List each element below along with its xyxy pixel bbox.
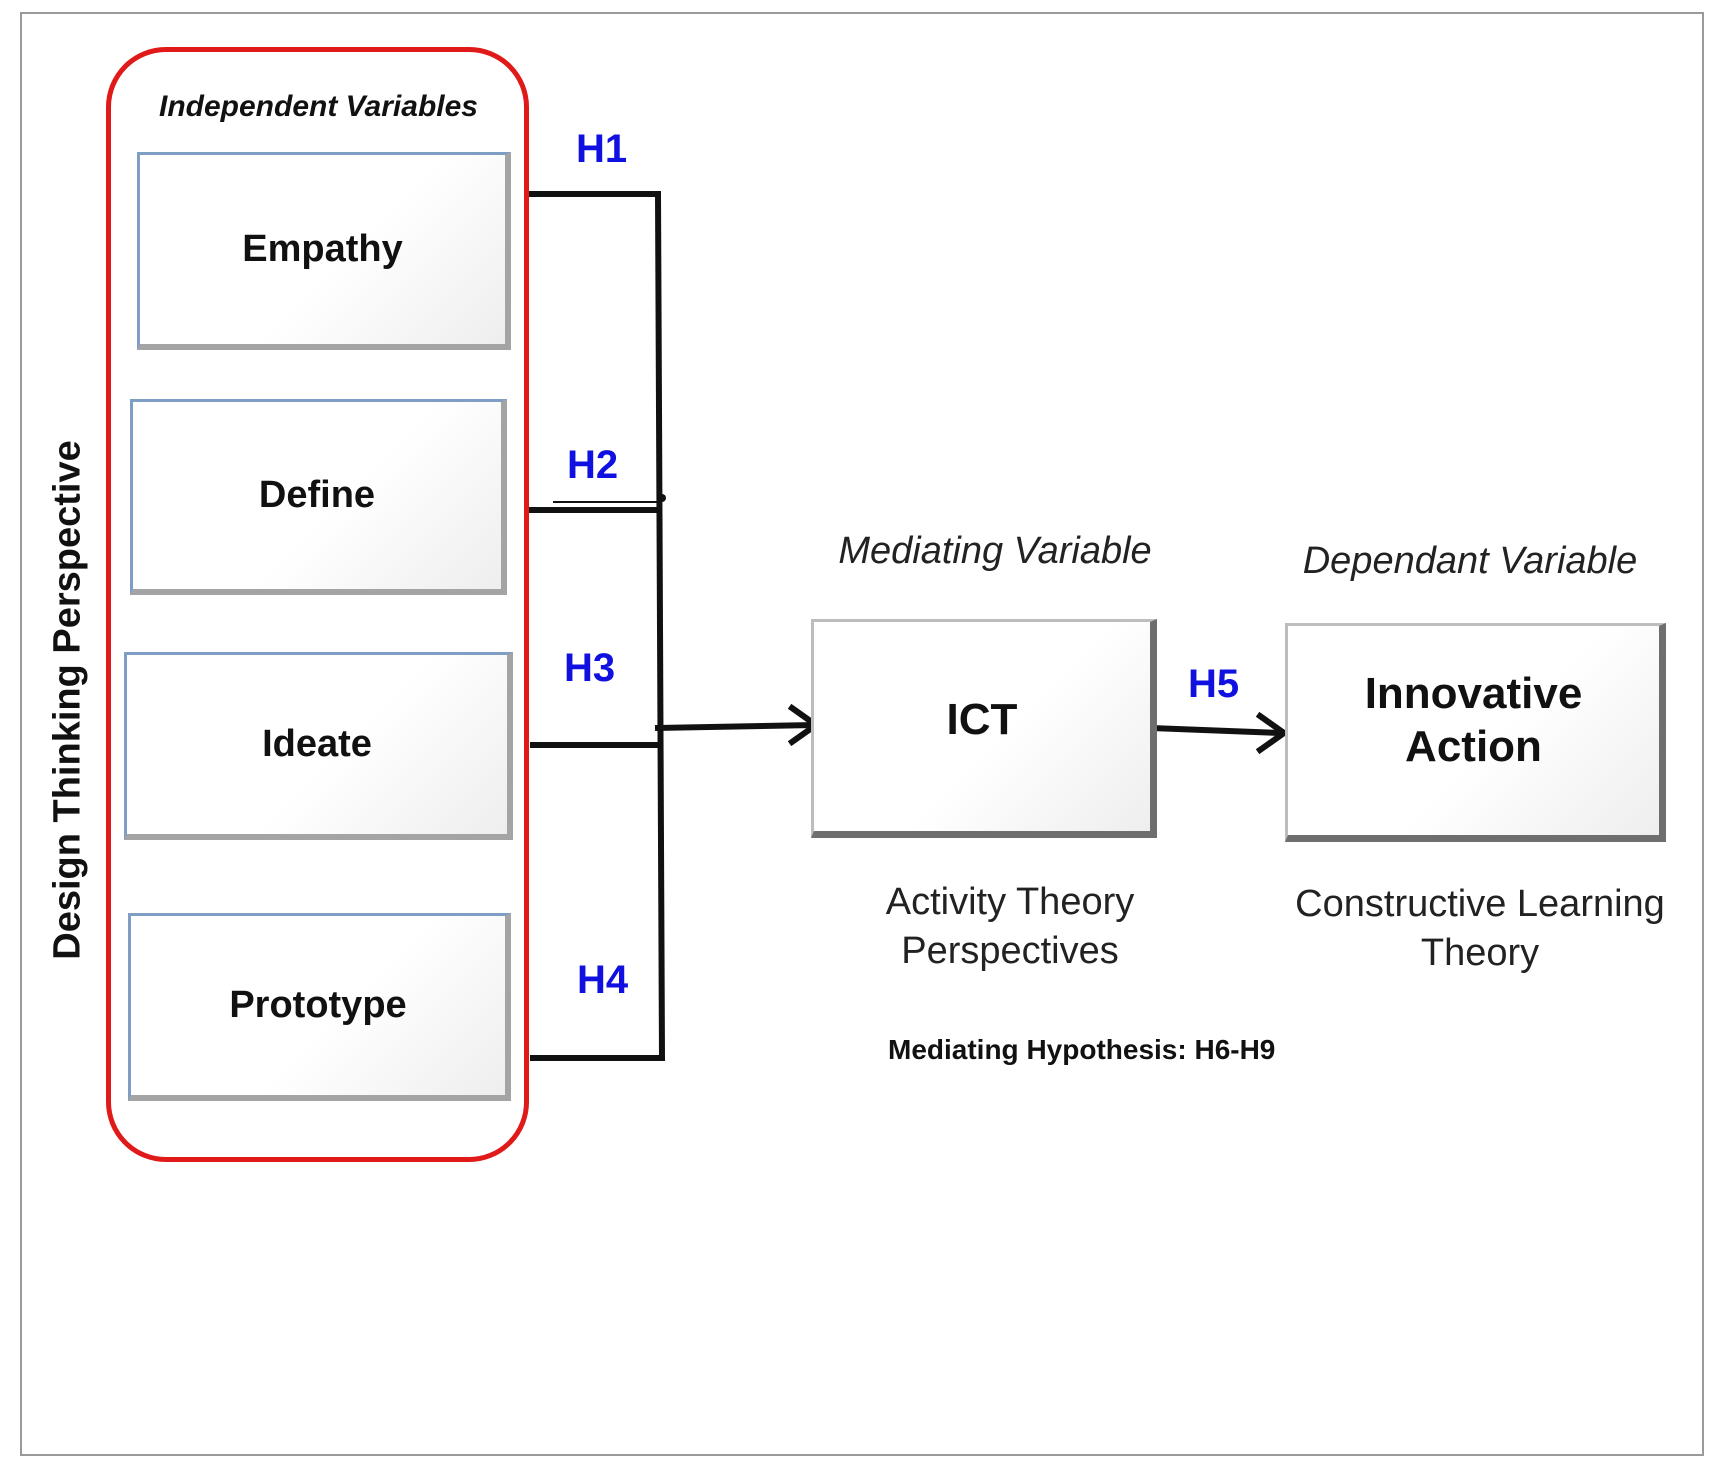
ict-theory-line-1: Activity Theory [885, 881, 1135, 923]
define-box: Define [130, 399, 507, 595]
ict-box: ICT [811, 619, 1157, 838]
arrow-to-ict [654, 721, 816, 732]
hypothesis-h4-label: H4 [577, 958, 629, 1002]
prototype-box: Prototype [128, 913, 511, 1101]
arrow-to-innovative-action [1147, 724, 1284, 737]
hypothesis-h1-label: H1 [576, 127, 628, 171]
independent-variables-group [106, 47, 529, 1162]
mediating-heading: Mediating Variable [838, 530, 1152, 572]
hypothesis-h3-label: H3 [564, 646, 616, 690]
innovative-action-line-1: Innovative [1364, 669, 1583, 718]
innovative-action-theory: Constructive Learning Theory [1270, 880, 1690, 979]
connector-vertical-bus [654, 190, 666, 1062]
perspective-label: Design Thinking Perspective [46, 440, 89, 960]
mediating-hypothesis-note: Mediating Hypothesis: H6-H9 [888, 1034, 1276, 1065]
ideate-box: Ideate [124, 652, 513, 840]
independent-heading: Independent Variables [159, 90, 478, 123]
hypothesis-h5-label: H5 [1188, 662, 1240, 706]
innovative-action-theory-line-2: Theory [1420, 932, 1540, 975]
ict-theory: Activity Theory Perspectives [820, 878, 1200, 977]
innovative-action-line-2: Action [1405, 721, 1542, 771]
junction-dot [658, 494, 666, 502]
hypothesis-h2-label: H2 [567, 443, 619, 487]
ict-label: ICT [946, 695, 1018, 744]
innovative-action-box: Innovative Action [1285, 623, 1666, 842]
empathy-box: Empathy [137, 152, 511, 350]
figure-frame [20, 12, 1704, 1456]
arrowhead-innovative-action [1255, 711, 1290, 755]
innovative-action-theory-line-1: Constructive Learning [1295, 883, 1665, 925]
dependent-heading: Dependant Variable [1302, 540, 1638, 582]
ict-theory-line-2: Perspectives [901, 930, 1119, 973]
